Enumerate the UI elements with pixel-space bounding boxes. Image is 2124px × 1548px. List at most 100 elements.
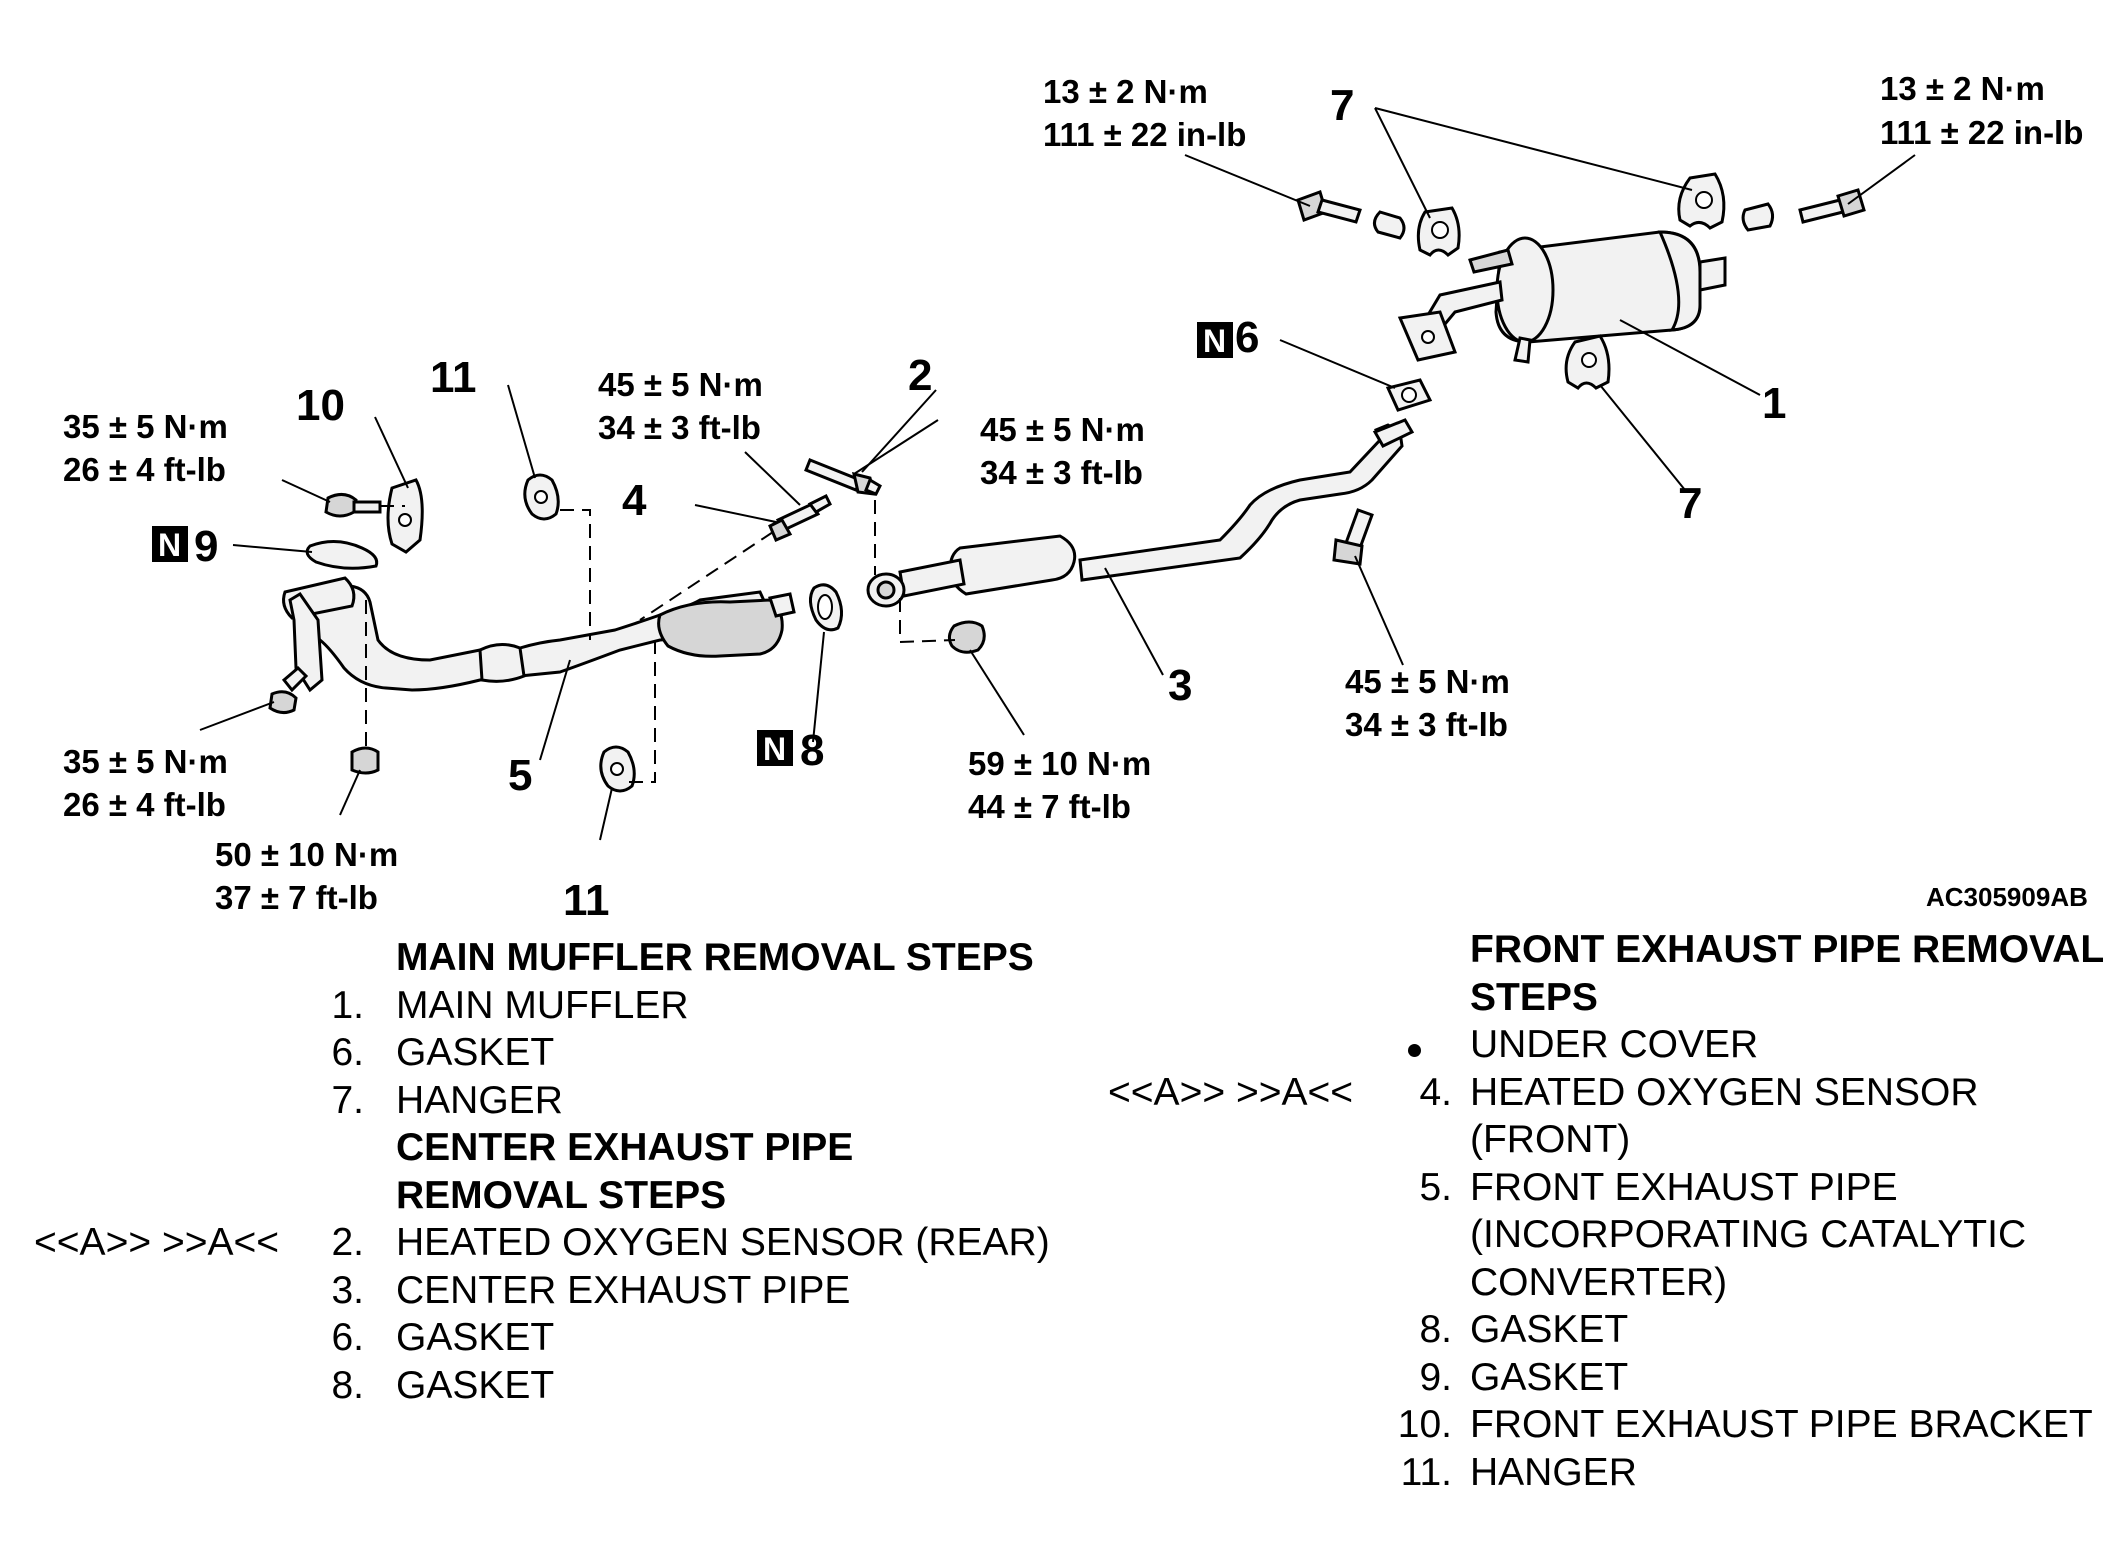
list-header: MAIN MUFFLER REMOVAL STEPS bbox=[0, 934, 1090, 982]
callout-4: 4 bbox=[622, 476, 647, 525]
list-item: <<A>> >>A<<4.HEATED OXYGEN SENSOR bbox=[1090, 1069, 2120, 1117]
gasket-9 bbox=[305, 540, 379, 570]
torque-label-sensor-front-nm: 45 ± 5 N·m bbox=[598, 366, 763, 403]
step-text: FRONT EXHAUST PIPE BRACKET bbox=[1470, 1403, 2093, 1446]
bullet-icon bbox=[1408, 1044, 1421, 1057]
torque-label-muffler-bolt-ftlb: 34 ± 3 ft-lb bbox=[1345, 706, 1508, 743]
list-item: 10. FRONT EXHAUST PIPE BRACKET bbox=[1090, 1401, 2120, 1449]
list-item: 5. FRONT EXHAUST PIPE bbox=[1090, 1164, 2120, 1212]
callout-3: 3 bbox=[1168, 661, 1192, 710]
step-text: FRONT EXHAUST PIPE bbox=[1470, 1165, 1898, 1209]
front-exhaust-pipe bbox=[282, 576, 796, 693]
section-heading: FRONT EXHAUST PIPE REMOVAL bbox=[1470, 928, 2105, 971]
step-text: CONVERTER) bbox=[1470, 1260, 1728, 1304]
front-pipe-bracket bbox=[386, 478, 424, 554]
gasket-6 bbox=[1385, 378, 1433, 412]
center-pipe-mount-bolt bbox=[1332, 508, 1374, 566]
step-number: 3. bbox=[331, 1268, 364, 1312]
alignment-lines bbox=[365, 500, 956, 783]
hanger-bolt-right bbox=[1798, 188, 1866, 224]
torque-label-nut-bottom-nm: 50 ± 10 N·m bbox=[215, 836, 398, 873]
torque-label-nut-bottom-ftlb: 37 ± 7 ft-lb bbox=[215, 879, 378, 916]
new-part-marker-9: N bbox=[152, 526, 188, 563]
torque-label-muffler-bolt-nm: 45 ± 5 N·m bbox=[1345, 663, 1510, 700]
torque-label-center-nut-ftlb: 44 ± 7 ft-lb bbox=[968, 788, 1131, 825]
torque-label-bracket-bottom-nm: 35 ± 5 N·m bbox=[63, 743, 228, 780]
list-item: 1. MAIN MUFFLER bbox=[0, 982, 1090, 1030]
callout-11-bottom: 11 bbox=[563, 876, 610, 925]
bracket-bolt-bottom bbox=[268, 665, 309, 715]
exhaust-parts-drawing bbox=[268, 172, 1866, 793]
list-item: 3. CENTER EXHAUST PIPE bbox=[0, 1267, 1090, 1315]
callout-1: 1 bbox=[1762, 379, 1786, 428]
figure-code: AC305909AB bbox=[1926, 882, 2088, 912]
step-number: 5. bbox=[1419, 1165, 1452, 1209]
torque-label-bracket-bottom-ftlb: 26 ± 4 ft-lb bbox=[63, 786, 226, 823]
step-number: 1. bbox=[331, 983, 364, 1027]
step-text: GASKET bbox=[1470, 1355, 1629, 1399]
section-heading: CENTER EXHAUST PIPE bbox=[396, 1126, 854, 1169]
step-number: 8. bbox=[1419, 1308, 1452, 1351]
list-item: 6.GASKET bbox=[0, 1029, 1090, 1077]
step-text: CENTER EXHAUST PIPE bbox=[396, 1268, 851, 1312]
hanger-11-lower bbox=[599, 745, 636, 793]
center-exhaust-pipe bbox=[866, 418, 1415, 608]
step-text: UNDER COVER bbox=[1470, 1023, 1759, 1066]
step-number: 11. bbox=[1400, 1450, 1452, 1494]
step-text: HANGER bbox=[396, 1078, 563, 1122]
torque-label-hanger-left-inlb: 111 ± 22 in-lb bbox=[1043, 116, 1246, 153]
heated-oxygen-sensor-rear bbox=[804, 458, 882, 496]
heated-oxygen-sensor-front bbox=[768, 493, 832, 542]
list-header: FRONT EXHAUST PIPE REMOVAL bbox=[1090, 926, 2120, 974]
step-number: 4. bbox=[1419, 1070, 1452, 1114]
list-item: 7. HANGER bbox=[0, 1077, 1090, 1125]
gasket-8 bbox=[809, 583, 843, 632]
list-item: 11.HANGER bbox=[1090, 1449, 2120, 1497]
step-number: 7. bbox=[331, 1078, 364, 1122]
section-heading: STEPS bbox=[1470, 975, 1598, 1019]
torque-label-sensor-rear-ftlb: 34 ± 3 ft-lb bbox=[980, 454, 1143, 491]
step-text: HEATED OXYGEN SENSOR (REAR) bbox=[396, 1221, 1050, 1264]
torque-label-hanger-left-nm: 13 ± 2 N·m bbox=[1043, 73, 1208, 110]
callout-8: 8 bbox=[800, 726, 824, 775]
step-text: GASKET bbox=[396, 1031, 555, 1074]
list-item: 8.GASKET bbox=[1090, 1306, 2120, 1354]
list-header: CENTER EXHAUST PIPE bbox=[0, 1124, 1090, 1172]
step-number: 10. bbox=[1397, 1403, 1452, 1446]
hanger-upper-right bbox=[1677, 172, 1775, 232]
svg-text:N: N bbox=[1203, 323, 1226, 359]
step-number: 9. bbox=[1419, 1355, 1452, 1399]
list-item: CONVERTER) bbox=[1090, 1259, 2120, 1307]
callout-7-bottom: 7 bbox=[1678, 479, 1702, 528]
callout-numbers: 1 2 3 4 5 6 7 7 8 9 10 11 11 bbox=[194, 81, 1786, 925]
callout-5: 5 bbox=[508, 751, 532, 800]
callout-10: 10 bbox=[296, 381, 345, 430]
callout-2: 2 bbox=[908, 351, 932, 400]
torque-labels: 13 ± 2 N·m 111 ± 22 in-lb 13 ± 2 N·m 111… bbox=[63, 70, 2083, 916]
hanger-upper-left bbox=[1416, 206, 1461, 257]
flange-nut-bottom bbox=[350, 746, 380, 775]
hanger-bolt-left bbox=[1296, 190, 1406, 240]
step-text: (FRONT) bbox=[1470, 1118, 1631, 1161]
hanger-11-upper bbox=[523, 473, 560, 521]
step-text: (INCORPORATING CATALYTIC bbox=[1470, 1213, 2027, 1256]
leader-lines bbox=[199, 107, 1916, 841]
step-text: HEATED OXYGEN SENSOR bbox=[1470, 1070, 1979, 1114]
new-part-marker-6: N bbox=[1197, 322, 1233, 359]
procedure-reference: <<A>> >>A<< bbox=[34, 1221, 280, 1264]
step-text: GASKET bbox=[396, 1363, 555, 1407]
callout-9: 9 bbox=[194, 522, 218, 571]
center-pipe-nut bbox=[947, 620, 986, 654]
torque-label-bracket-top-ftlb: 26 ± 4 ft-lb bbox=[63, 451, 226, 488]
list-item: 8.GASKET bbox=[0, 1362, 1090, 1410]
step-text: MAIN MUFFLER bbox=[396, 983, 689, 1027]
new-part-marker-8: N bbox=[757, 730, 793, 767]
list-item: (INCORPORATING CATALYTIC bbox=[1090, 1211, 2120, 1259]
hanger-lower bbox=[1564, 334, 1611, 390]
torque-label-hanger-right-nm: 13 ± 2 N·m bbox=[1880, 70, 2045, 107]
torque-label-sensor-front-ftlb: 34 ± 3 ft-lb bbox=[598, 409, 761, 446]
list-item: 6.GASKET bbox=[0, 1314, 1090, 1362]
